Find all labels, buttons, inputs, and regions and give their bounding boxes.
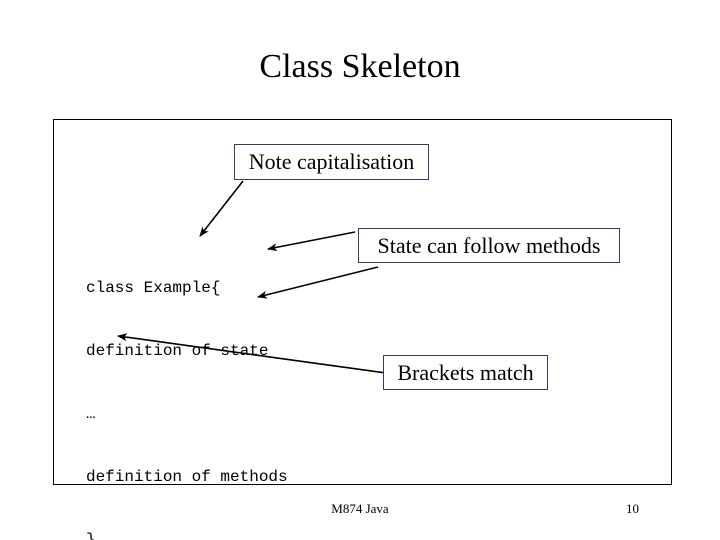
code-skeleton-block: class Example{ definition of state … def…	[86, 236, 288, 540]
page-title: Class Skeleton	[259, 48, 461, 85]
callout-state-can-follow-methods: State can follow methods	[358, 228, 620, 263]
callout-brackets-match: Brackets match	[383, 355, 548, 390]
code-line-class-declaration: class Example{	[86, 279, 221, 297]
callout-note-capitalisation-label: Note capitalisation	[248, 149, 415, 174]
callout-brackets-match-label: Brackets match	[397, 359, 534, 385]
callout-note-capitalisation: Note capitalisation	[234, 144, 429, 180]
code-line-methods-definition: definition of methods	[86, 468, 288, 486]
code-line-ellipsis: …	[86, 405, 96, 423]
code-line-closing-brace: }	[86, 531, 96, 540]
code-line-state-definition: definition of state	[86, 342, 269, 360]
page-number: 10	[626, 501, 639, 516]
footer-course-label: M874 Java	[331, 501, 389, 516]
content-frame	[53, 119, 672, 485]
callout-state-can-follow-methods-label: State can follow methods	[377, 232, 601, 258]
